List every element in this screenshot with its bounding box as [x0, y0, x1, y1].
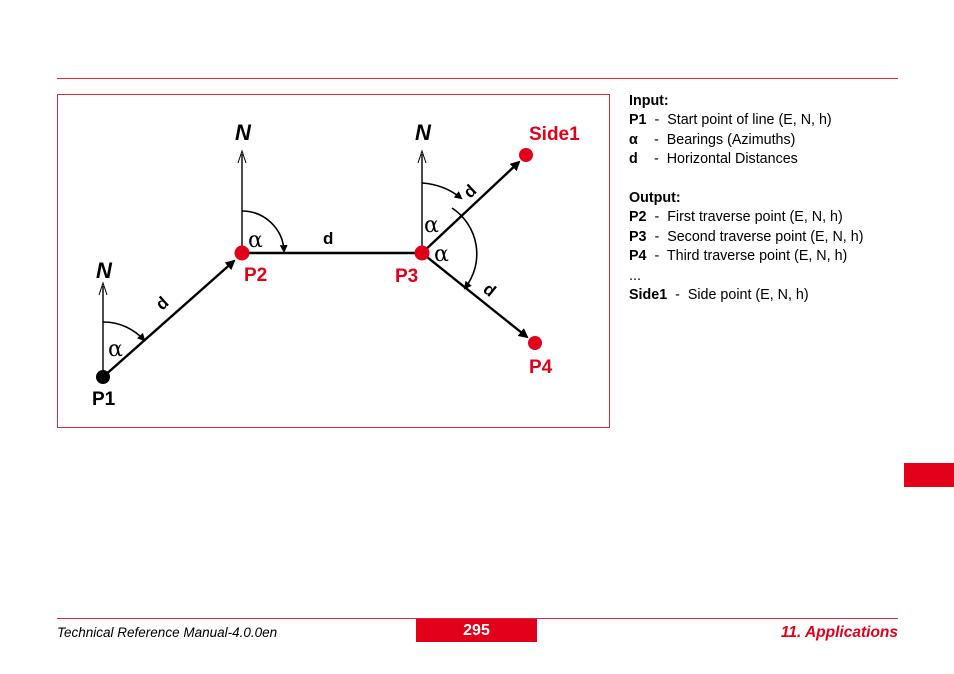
output-text-side1: Side point (E, N, h)	[687, 287, 809, 304]
distance-label-leg3: d	[479, 279, 499, 300]
chapter-tab-marker	[904, 463, 954, 487]
point-label-p4: P4	[529, 357, 553, 378]
footer-rule	[57, 618, 898, 619]
point-label-p3: P3	[395, 266, 418, 287]
sep-dash: -	[650, 112, 664, 129]
north-arrowhead-p2	[237, 149, 247, 164]
angle-arc-p3-forward	[451, 207, 478, 290]
input-item-d: d - Horizontal Distances	[629, 150, 919, 169]
distance-label-leg1: d	[152, 293, 172, 314]
output-key-side1: Side1	[629, 287, 668, 304]
input-text-p1: Start point of line (E, N, h)	[667, 112, 832, 129]
output-item-p4: P4 - Third traverse point (E, N, h)	[629, 247, 919, 266]
north-arrowhead-p3	[417, 149, 427, 164]
north-label-p1: N	[96, 258, 113, 283]
input-text-alpha: Bearings (Azimuths)	[666, 131, 796, 148]
point-p3	[414, 245, 430, 261]
output-text-p2: First traverse point (E, N, h)	[667, 209, 843, 226]
point-p2	[234, 245, 250, 261]
traverse-figure: N N N α α α α d d d d P1 P2 P3 Side1 P4	[57, 94, 610, 428]
sep-dash: -	[650, 209, 664, 226]
alpha-label-p1: α	[108, 337, 123, 362]
alpha-label-p2: α	[248, 228, 263, 253]
sep-dash: -	[650, 228, 664, 245]
leg-p1-p2	[102, 259, 236, 378]
angle-arc-p1	[102, 321, 146, 342]
input-text-d: Horizontal Distances	[666, 151, 798, 168]
sep-dash: -	[671, 287, 684, 304]
sep-dash: -	[653, 131, 663, 148]
manual-title: Technical Reference Manual-4.0.0en	[57, 625, 278, 640]
page-number: 295	[416, 619, 537, 642]
north-label-p2: N	[235, 120, 252, 145]
legend: Input: P1 - Start point of line (E, N, h…	[629, 92, 919, 305]
input-item-alpha: α - Bearings (Azimuths)	[629, 131, 919, 150]
point-p1	[96, 370, 110, 384]
sep-dash: -	[653, 151, 663, 168]
output-heading: Output:	[629, 190, 681, 207]
alpha-label-p3-north: α	[424, 213, 439, 238]
header-rule	[57, 78, 898, 79]
output-text-p3: Second traverse point (E, N, h)	[667, 228, 864, 245]
output-key-p2: P2	[629, 209, 647, 226]
point-label-p2: P2	[244, 265, 267, 286]
point-label-side1: Side1	[529, 124, 580, 145]
section-title: 11. Applications	[780, 624, 898, 641]
point-side1	[519, 148, 533, 162]
distance-label-side: d	[460, 181, 481, 202]
leg-p3-side1	[421, 160, 521, 254]
output-text-p4: Third traverse point (E, N, h)	[666, 248, 848, 265]
angle-arc-p2	[241, 210, 288, 253]
output-key-p4: P4	[629, 248, 647, 265]
output-item-p2: P2 - First traverse point (E, N, h)	[629, 208, 919, 227]
leg-p3-p4	[421, 252, 529, 339]
angle-arc-p3-side	[421, 182, 463, 200]
input-heading: Input:	[629, 93, 669, 109]
north-label-p3: N	[415, 120, 432, 145]
point-label-p1: P1	[92, 389, 116, 410]
output-key-p3: P3	[629, 228, 647, 245]
north-arrowhead-p1	[98, 281, 108, 296]
alpha-label-p3-forward: α	[434, 242, 449, 267]
output-item-side1: Side1 - Side point (E, N, h)	[629, 286, 919, 305]
sep-dash: -	[650, 248, 664, 265]
input-item-p1: P1 - Start point of line (E, N, h)	[629, 111, 919, 130]
input-key-alpha: α	[629, 131, 638, 148]
distance-label-leg2: d	[323, 229, 333, 248]
input-key-p1: P1	[629, 112, 647, 129]
point-p4	[528, 336, 542, 350]
traverse-diagram: N N N α α α α d d d d P1 P2 P3 Side1 P4	[92, 120, 580, 410]
output-item-p3: P3 - Second traverse point (E, N, h)	[629, 228, 919, 247]
input-key-d: d	[629, 151, 638, 168]
output-ellipsis: ...	[629, 267, 641, 284]
